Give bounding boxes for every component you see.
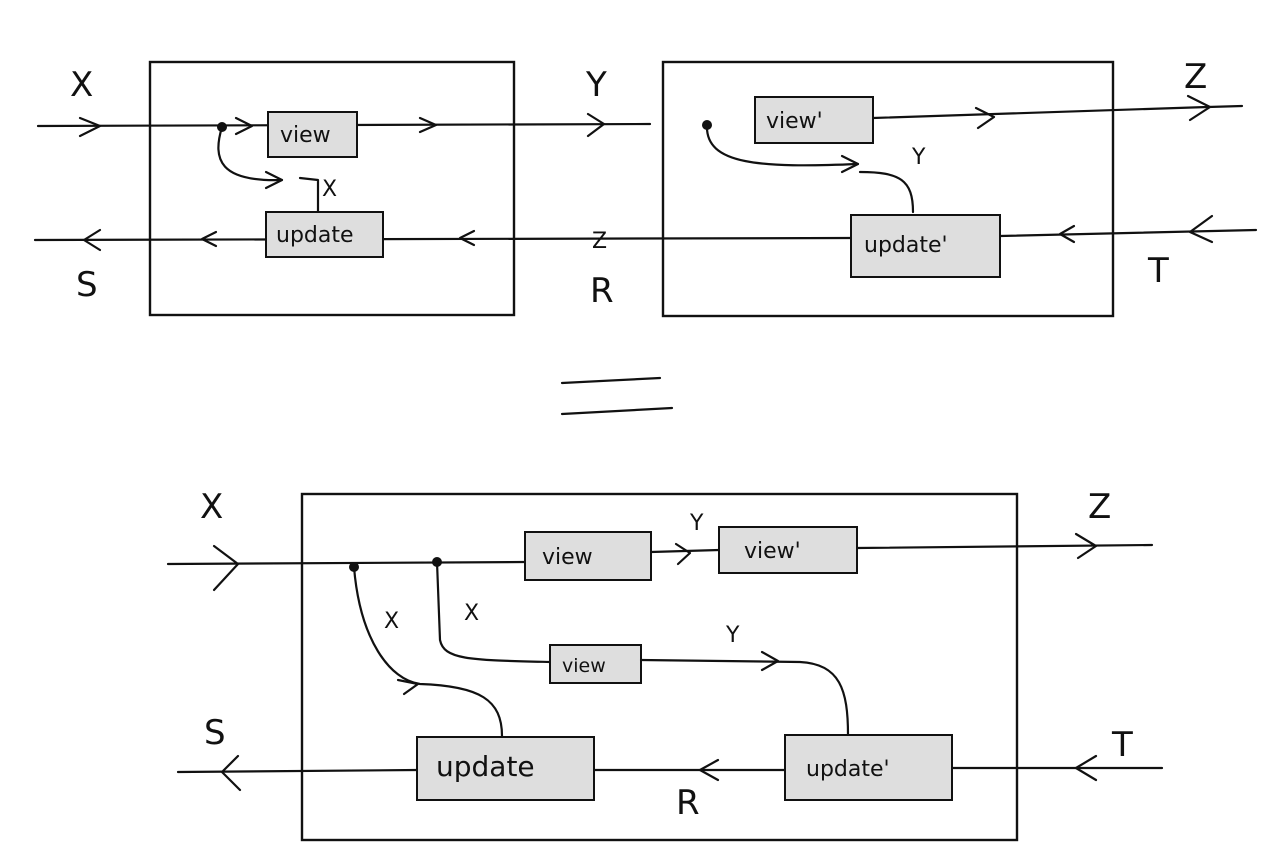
inner-view-label: view — [562, 655, 606, 677]
copy-wire — [705, 123, 860, 167]
view-label: view — [280, 123, 331, 148]
inner-view-box — [549, 644, 642, 684]
arrow-left-icon — [82, 228, 102, 252]
back-in-label: T — [1111, 725, 1133, 765]
copy-wire — [217, 125, 284, 182]
top-left-lens: X view update X Y S R — [33, 60, 852, 317]
output-label: Z — [1088, 487, 1111, 527]
arrow-right-icon — [1186, 94, 1212, 122]
update-label: update — [276, 223, 354, 248]
equals-bar — [560, 406, 674, 416]
arrow-right-icon — [78, 116, 102, 138]
back-out-label: S — [76, 265, 98, 305]
arrow-left-icon — [1074, 754, 1098, 782]
back-out-label: S — [204, 713, 226, 753]
update-input-wire — [298, 176, 320, 216]
back-in-label: R — [590, 271, 614, 311]
top-left-box — [148, 60, 516, 317]
update-prime-label: update' — [864, 233, 948, 258]
composed-lens: Y X X view Y view view' update update' X… — [166, 487, 1164, 842]
arrow-right-icon — [1074, 532, 1098, 560]
equals-sign: = — [560, 376, 674, 416]
backward-wire — [998, 228, 1258, 238]
output-label: Y — [585, 65, 607, 105]
inner-x2: X — [464, 601, 479, 626]
arrow-right-icon — [674, 542, 692, 566]
view-prime-label: view' — [766, 109, 823, 134]
arrow-icon — [396, 678, 420, 696]
arrow-right-icon — [840, 154, 860, 174]
view-prime-box — [754, 96, 874, 144]
arrow-left-icon — [458, 229, 476, 247]
arrow-right-icon — [418, 116, 438, 134]
inner-y-wire — [639, 658, 850, 737]
back-in-label: T — [1147, 251, 1169, 291]
backward-wire — [33, 236, 852, 242]
forward-wire — [166, 560, 527, 566]
forward-out-wire — [855, 543, 1154, 550]
view-prime-box — [718, 526, 858, 574]
view-prime-label: view' — [744, 539, 801, 564]
arrow-right-icon — [760, 650, 780, 672]
inner-label: X — [322, 177, 337, 202]
output-label: Z — [1184, 57, 1207, 97]
arrow-left-icon — [200, 230, 218, 248]
arrow-right-icon — [974, 106, 996, 130]
arrow-left-icon — [698, 758, 720, 782]
equals-bar — [560, 376, 662, 385]
update-box — [265, 211, 384, 258]
mid-back-label: R — [676, 783, 700, 823]
update-box — [416, 736, 595, 801]
update-prime-label: update' — [806, 757, 890, 782]
view-label: view — [542, 545, 593, 570]
view-box — [524, 531, 652, 581]
update-input-wire — [858, 170, 915, 214]
view-box — [267, 111, 358, 158]
arrow-right-icon — [212, 544, 240, 592]
inner-x1: X — [384, 609, 399, 634]
arrow-right-icon — [234, 116, 254, 136]
back-out-label: Z — [592, 229, 607, 254]
composed-box — [300, 492, 1019, 842]
arrow-left-icon — [1188, 214, 1214, 244]
input-label: X — [70, 65, 93, 105]
arrow-right-icon — [264, 170, 284, 190]
update-prime-box — [784, 734, 953, 801]
update-prime-box — [850, 214, 1001, 278]
back-out-wire — [176, 768, 419, 774]
arrow-right-icon — [586, 112, 606, 138]
arrow-left-icon — [1058, 224, 1076, 244]
forward-wire — [871, 104, 1244, 120]
copy-wire-to-update — [352, 565, 504, 738]
input-label: X — [200, 487, 223, 527]
mid-label: Y — [689, 511, 704, 536]
arrow-left-icon — [220, 754, 242, 792]
top-right-box — [661, 60, 1115, 318]
inner-label: Y — [911, 145, 926, 170]
top-right-lens: Y view' update' Z T Z — [592, 57, 1258, 318]
update-label: update — [436, 750, 535, 783]
inner-y: Y — [725, 623, 740, 648]
copy-wire-to-view — [435, 560, 552, 664]
